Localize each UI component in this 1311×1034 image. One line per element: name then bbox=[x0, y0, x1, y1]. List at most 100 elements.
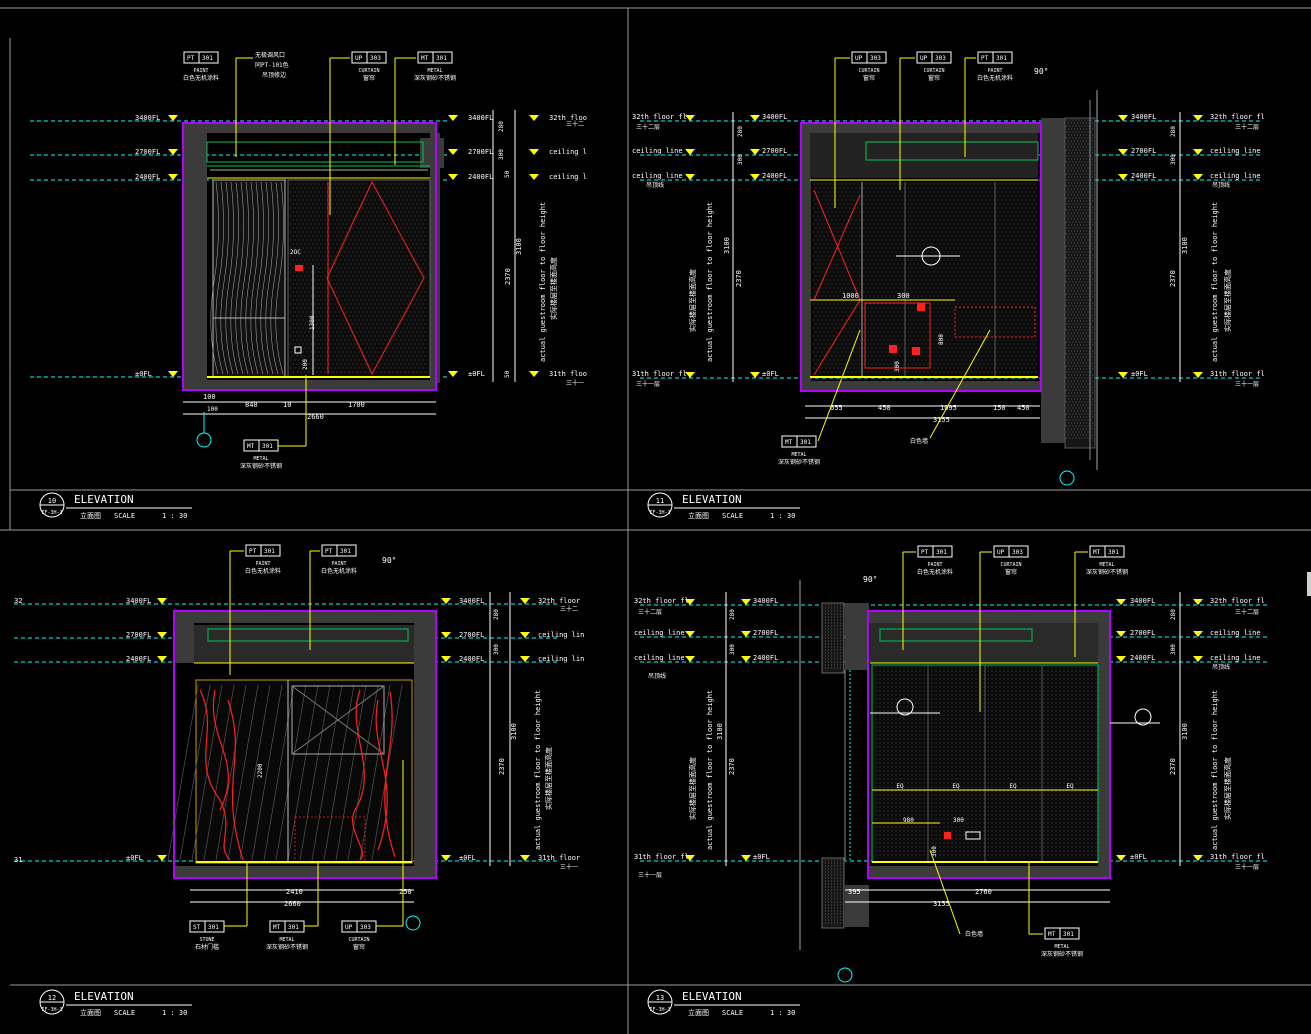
hatch-dot bbox=[943, 259, 945, 261]
hatch-dot bbox=[899, 219, 901, 221]
hatch-dot bbox=[1087, 209, 1089, 211]
hatch-dot bbox=[1069, 425, 1071, 427]
hatch-dot bbox=[1070, 368, 1073, 370]
hatch-dot bbox=[384, 371, 386, 373]
hatch-dot bbox=[1067, 338, 1070, 340]
hatch-dot bbox=[324, 251, 326, 253]
hatch-dot bbox=[308, 299, 310, 301]
hatch-dot bbox=[382, 335, 384, 337]
hatch-dot bbox=[1073, 206, 1076, 208]
hatch-dot bbox=[1075, 377, 1077, 379]
hatch-dot bbox=[935, 227, 937, 229]
hatch-dot bbox=[296, 243, 298, 245]
hatch-dot bbox=[969, 239, 971, 241]
hatch-dot bbox=[388, 259, 390, 261]
hatch-dot bbox=[837, 231, 839, 233]
hatch-dot bbox=[875, 347, 877, 349]
hatch-dot bbox=[352, 187, 354, 189]
hatch-dot bbox=[1070, 326, 1073, 328]
hatch-dot bbox=[1091, 260, 1094, 262]
hatch-dot bbox=[1091, 392, 1094, 394]
hatch-dot bbox=[991, 219, 993, 221]
hatch-dot bbox=[1085, 368, 1088, 370]
hatch-dot bbox=[350, 287, 352, 289]
hatch-dot bbox=[957, 351, 959, 353]
hatch-dot bbox=[839, 235, 841, 237]
hatch-dot bbox=[1076, 428, 1079, 430]
hatch-dot bbox=[923, 331, 925, 333]
hatch-dot bbox=[408, 363, 410, 365]
hatch-dot bbox=[873, 255, 875, 257]
hatch-dot bbox=[412, 195, 414, 197]
hatch-dot bbox=[362, 183, 364, 185]
hatch-dot bbox=[839, 227, 841, 229]
hatch-dot bbox=[422, 223, 424, 225]
hatch-dot bbox=[951, 363, 953, 365]
hatch-dot bbox=[889, 279, 891, 281]
level-marker-icon bbox=[168, 174, 178, 180]
hatch-dot bbox=[330, 199, 332, 201]
hatch-dot bbox=[1069, 395, 1071, 397]
hatch-dot bbox=[979, 267, 981, 269]
hatch-dot bbox=[989, 239, 991, 241]
hatch-dot bbox=[298, 359, 300, 361]
hatch-dot bbox=[937, 327, 939, 329]
hatch-dot bbox=[983, 235, 985, 237]
hatch-dot bbox=[825, 191, 827, 193]
hatch-dot bbox=[979, 371, 981, 373]
hatch-dot bbox=[404, 371, 406, 373]
hatch-dot bbox=[324, 347, 326, 349]
hatch-dot bbox=[1067, 128, 1070, 130]
hatch-dot bbox=[1072, 431, 1074, 433]
hatch-dot bbox=[414, 183, 416, 185]
hatch-dot bbox=[346, 335, 348, 337]
hatch-dot bbox=[300, 203, 302, 205]
hatch-dot bbox=[947, 235, 949, 237]
hatch-dot bbox=[1081, 365, 1083, 367]
hatch-dot bbox=[947, 355, 949, 357]
hatch-dot bbox=[318, 263, 320, 265]
hatch-dot bbox=[933, 311, 935, 313]
hatch-dot bbox=[983, 227, 985, 229]
hatch-dot bbox=[979, 219, 981, 221]
hatch-dot bbox=[292, 211, 294, 213]
hatch-dot bbox=[821, 303, 823, 305]
hatch-dot bbox=[1075, 359, 1077, 361]
hatch-dot bbox=[825, 215, 827, 217]
hatch-dot bbox=[1079, 254, 1082, 256]
hatch-dot bbox=[370, 295, 372, 297]
hatch-dot bbox=[899, 347, 901, 349]
hatch-dot bbox=[1076, 122, 1079, 124]
hatch-dot bbox=[815, 211, 817, 213]
hatch-dot bbox=[332, 331, 334, 333]
hatch-dot bbox=[376, 371, 378, 373]
hatch-dot bbox=[849, 351, 851, 353]
hatch-dot bbox=[424, 235, 426, 237]
hatch-dot bbox=[1072, 371, 1074, 373]
hatch-dot bbox=[1072, 293, 1074, 295]
hatch-dot bbox=[879, 203, 881, 205]
hatch-dot bbox=[951, 323, 953, 325]
hatch-dot bbox=[925, 191, 927, 193]
hatch-dot bbox=[316, 243, 318, 245]
hatch-dot bbox=[424, 363, 426, 365]
hatch-dot bbox=[887, 235, 889, 237]
hatch-dot bbox=[402, 351, 404, 353]
hatch-dot bbox=[418, 199, 420, 201]
hatch-dot bbox=[388, 243, 390, 245]
hatch-dot bbox=[917, 207, 919, 209]
hatch-dot bbox=[408, 355, 410, 357]
hatch-dot bbox=[1087, 275, 1089, 277]
hatch-dot bbox=[987, 243, 989, 245]
hatch-dot bbox=[1073, 200, 1076, 202]
hatch-dot bbox=[971, 243, 973, 245]
hatch-dot bbox=[1082, 350, 1085, 352]
level-note-left: 31th floor fl bbox=[632, 370, 687, 378]
hatch-dot bbox=[1067, 410, 1070, 412]
hatch-dot bbox=[1076, 224, 1079, 226]
hatch-dot bbox=[925, 311, 927, 313]
hatch-dot bbox=[1072, 407, 1074, 409]
hatch-dot bbox=[911, 371, 913, 373]
hatch-dot bbox=[925, 303, 927, 305]
